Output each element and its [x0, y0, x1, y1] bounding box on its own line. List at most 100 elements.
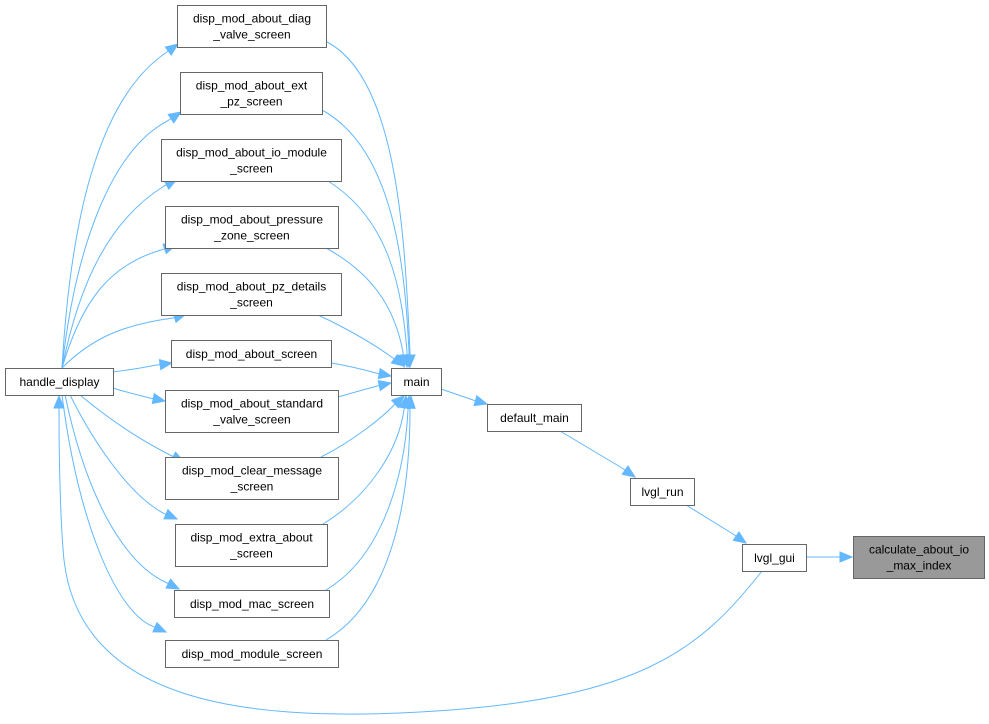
edge-handle_display-to-std_valve [112, 387, 167, 405]
edge-pz_details-to-main [317, 314, 406, 367]
node-mac-screen[interactable]: disp_mod_mac_screen [174, 590, 330, 618]
node-lvgl-gui[interactable]: lvgl_gui [742, 544, 807, 572]
edge-line [327, 180, 408, 353]
node-about-screen[interactable]: disp_mod_about_screen [171, 340, 332, 368]
node-module-screen[interactable]: disp_mod_module_screen [165, 640, 339, 668]
node-box [630, 478, 695, 506]
node-extra-about[interactable]: disp_mod_extra_about_screen [175, 524, 328, 567]
node-std-valve[interactable]: disp_mod_about_standard _valve_screen [165, 390, 339, 433]
node-box [180, 72, 323, 115]
node-main[interactable]: main [391, 368, 442, 396]
node-label: calculate_about_io [869, 543, 969, 557]
node-label: disp_mod_about_ext [196, 79, 308, 93]
node-pressure-zone[interactable]: disp_mod_about_pressure _zone_screen [165, 206, 339, 249]
edge-handle_display-to-pz_details [61, 312, 188, 369]
node-label: disp_mod_mac_screen [190, 597, 314, 611]
edge-line [61, 249, 162, 369]
node-box [165, 206, 339, 249]
arrowhead [390, 353, 406, 367]
arrowhead [53, 394, 65, 409]
node-label: disp_mod_module_screen [182, 647, 323, 661]
edge-layer [53, 41, 854, 715]
edge-handle_display-to-about_screen [112, 358, 174, 373]
node-pz-details[interactable]: disp_mod_about_pz_details_screen [161, 273, 342, 316]
edge-module_screen-to-main [325, 394, 416, 641]
node-label: lvgl_gui [754, 551, 795, 565]
node-box [161, 273, 342, 316]
edge-lvgl_gui-to-calc [806, 551, 854, 563]
node-box [853, 536, 985, 579]
arrowhead [839, 551, 854, 563]
node-ext-pz[interactable]: disp_mod_about_ext _pz_screen [180, 72, 323, 115]
edge-line [64, 394, 166, 583]
edge-handle_display-to-ext_pz [61, 111, 183, 369]
node-calc[interactable]: calculate_about_io _max_index [853, 536, 985, 579]
edge-line-end [732, 533, 737, 537]
arrowhead [404, 394, 416, 409]
edge-line-end [151, 625, 156, 628]
edge-line [325, 247, 404, 353]
edge-line [69, 394, 164, 514]
arrowhead [377, 379, 393, 392]
node-label: _zone_screen [213, 229, 289, 243]
node-label: default_main [500, 411, 569, 425]
node-label: disp_mod_about_standard [181, 397, 323, 411]
edge-line-end [164, 581, 169, 585]
node-box [171, 340, 332, 368]
arrowhead [152, 621, 168, 633]
node-clear-msg[interactable]: disp_mod_clear_message _screen [165, 457, 339, 500]
edge-handle_display-to-diag_valve [61, 43, 180, 369]
edge-line [440, 388, 474, 401]
arrowhead [158, 358, 174, 371]
node-io-module[interactable]: disp_mod_about_io_module_screen [161, 139, 342, 182]
edge-line [112, 364, 158, 373]
node-lvgl-run[interactable]: lvgl_run [630, 478, 695, 506]
arrowhead [165, 578, 181, 590]
node-label: _pz_screen [219, 95, 282, 109]
edge-line-end [162, 512, 167, 515]
edge-line-end [375, 372, 380, 375]
edge-line [61, 119, 170, 369]
node-box [161, 139, 342, 182]
node-box [391, 368, 442, 396]
node-handle-display[interactable]: handle_display [5, 368, 114, 396]
edge-line [79, 394, 173, 457]
edge-line [61, 185, 165, 369]
edge-line-end [621, 467, 626, 471]
edge-handle_display-to-mac_screen [64, 394, 181, 590]
edge-clear_msg-to-main [320, 395, 405, 458]
edge-line-end [149, 397, 154, 400]
node-box [175, 524, 328, 567]
edge-about_screen-to-main [330, 362, 393, 380]
node-label: disp_mod_clear_message [182, 464, 322, 478]
edge-line [58, 409, 763, 715]
edge-line [325, 409, 411, 641]
edge-diag_valve-to-main [326, 41, 416, 369]
edge-handle_display-to-extra_about [69, 394, 179, 520]
node-label: _valve_screen [212, 413, 290, 427]
edge-std_valve-to-main [337, 379, 393, 398]
node-label: _valve_screen [212, 28, 290, 42]
node-default-main[interactable]: default_main [487, 404, 582, 432]
node-label: _screen [229, 162, 273, 176]
node-label: disp_mod_extra_about [190, 531, 313, 545]
edge-line [61, 394, 153, 627]
node-label: _screen [230, 480, 274, 494]
node-label: lvgl_run [641, 485, 683, 499]
arrowhead [621, 465, 637, 478]
node-diag-valve[interactable]: disp_mod_about_diag_valve_screen [177, 5, 327, 48]
arrowhead [732, 531, 748, 544]
node-label: disp_mod_about_screen [186, 347, 317, 361]
edge-line [112, 387, 151, 399]
node-box [742, 544, 807, 572]
node-label: _screen [229, 296, 273, 310]
node-label: disp_mod_about_pressure [181, 213, 323, 227]
node-box [5, 368, 114, 396]
node-label: _max_index [886, 559, 952, 573]
node-layer: calculate_about_io _max_index lvgl_gui lvgl… [5, 5, 985, 668]
node-box [487, 404, 582, 432]
edge-line [322, 409, 405, 525]
arrowhead [164, 43, 180, 57]
edge-line [61, 51, 168, 369]
